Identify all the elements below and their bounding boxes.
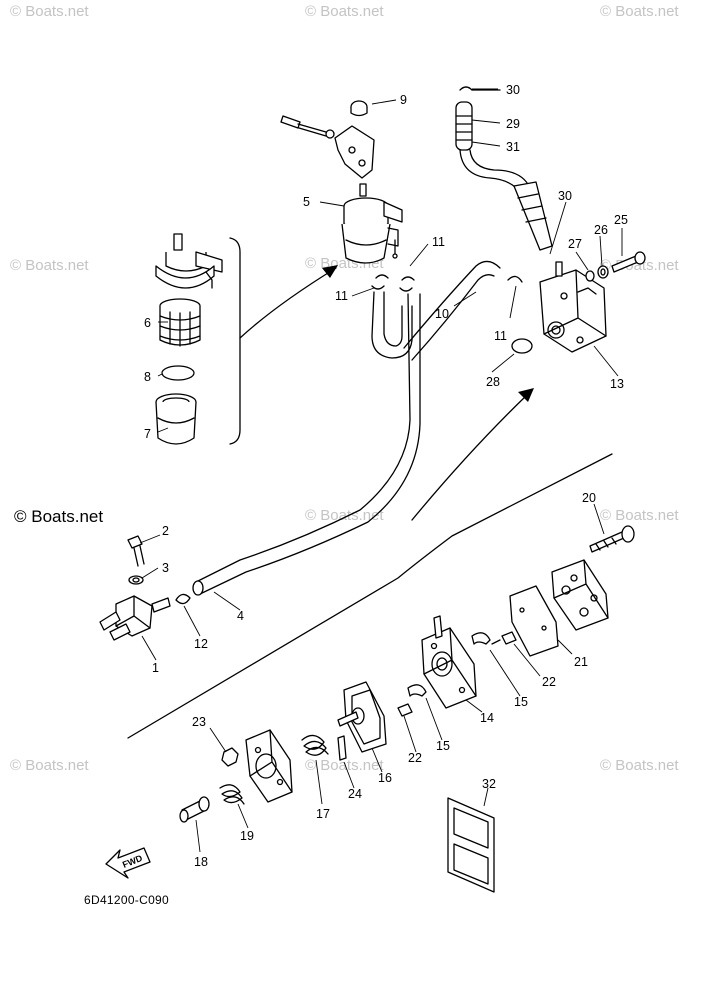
callout-27: 27 bbox=[568, 237, 582, 251]
part-14-pump-body bbox=[421, 615, 477, 709]
callout-10: 10 bbox=[435, 307, 449, 321]
callout-31: 31 bbox=[506, 140, 520, 154]
callout-6: 6 bbox=[144, 316, 151, 330]
watermark-text: © Boats.net bbox=[10, 3, 89, 20]
leader-lines bbox=[139, 88, 623, 853]
part-8-o-ring bbox=[161, 365, 195, 381]
filter-housing-top bbox=[155, 233, 223, 289]
watermark-text: © Boats.net bbox=[600, 507, 679, 524]
part-29-31-primer-hose bbox=[455, 86, 553, 251]
part-1-fuel-joint bbox=[99, 595, 171, 641]
fuel-hoses bbox=[192, 260, 501, 596]
callout-20: 20 bbox=[582, 491, 596, 505]
callout-13: 13 bbox=[610, 377, 624, 391]
part-23-nut bbox=[221, 747, 239, 767]
part-7-filter-cup bbox=[155, 393, 197, 445]
callout-22: 22 bbox=[542, 675, 556, 689]
watermark-text: © Boats.net bbox=[305, 3, 384, 20]
callout-23: 23 bbox=[192, 715, 206, 729]
filter-group-bracket bbox=[229, 237, 241, 445]
callout-14: 14 bbox=[480, 711, 494, 725]
part-15-check-valve-lower bbox=[407, 684, 427, 697]
callout-numbers: 9 5 11 11 10 11 30 29 31 30 25 26 27 13 … bbox=[144, 83, 628, 869]
callout-3: 3 bbox=[162, 561, 169, 575]
callout-15: 15 bbox=[514, 695, 528, 709]
part-12-hose-clip bbox=[175, 593, 191, 605]
callout-24: 24 bbox=[348, 787, 362, 801]
watermarks: © Boats.net © Boats.net © Boats.net © Bo… bbox=[10, 3, 679, 774]
callout-28: 28 bbox=[486, 375, 500, 389]
watermark-text: © Boats.net bbox=[600, 3, 679, 20]
part-22-screw-lower bbox=[397, 703, 413, 717]
part-28-o-ring bbox=[511, 338, 533, 354]
callout-16: 16 bbox=[378, 771, 392, 785]
callout-30: 30 bbox=[506, 83, 520, 97]
part-5-fuel-filter bbox=[341, 183, 403, 264]
part-17-spring bbox=[301, 734, 329, 756]
diagram-code: 6D41200-C090 bbox=[84, 893, 169, 907]
callout-15: 15 bbox=[436, 739, 450, 753]
part-16-diaphragm-plate bbox=[337, 681, 387, 753]
part-27-26-25-pump-bolt bbox=[585, 251, 646, 282]
part-24-pin bbox=[337, 735, 347, 761]
section-divider-line bbox=[127, 453, 613, 739]
callout-2: 2 bbox=[162, 524, 169, 538]
pump-base bbox=[245, 729, 293, 803]
callout-29: 29 bbox=[506, 117, 520, 131]
callout-9: 9 bbox=[400, 93, 407, 107]
callout-7: 7 bbox=[144, 427, 151, 441]
bracket-arrowhead bbox=[322, 265, 338, 278]
watermark-text: © Boats.net bbox=[10, 257, 89, 274]
callout-17: 17 bbox=[316, 807, 330, 821]
assembly-arrow-line bbox=[411, 393, 529, 521]
watermark-prominent: © Boats.net bbox=[14, 507, 103, 526]
part-2-screw bbox=[127, 535, 145, 567]
callout-4: 4 bbox=[237, 609, 244, 623]
bracket-arrow-line bbox=[239, 267, 337, 339]
callout-26: 26 bbox=[594, 223, 608, 237]
callout-5: 5 bbox=[303, 195, 310, 209]
callout-12: 12 bbox=[194, 637, 208, 651]
part-22-screw-upper bbox=[491, 631, 517, 645]
part-19-spring bbox=[219, 784, 245, 805]
callout-1: 1 bbox=[152, 661, 159, 675]
part-18-plunger bbox=[179, 796, 210, 823]
callout-8: 8 bbox=[144, 370, 151, 384]
part-20-long-bolt bbox=[589, 525, 635, 553]
part-21-pump-cover bbox=[551, 559, 609, 631]
part-9-bracket-bolt bbox=[280, 100, 375, 179]
part-11-clips bbox=[371, 274, 523, 292]
fwd-arrow: FWD bbox=[105, 847, 151, 879]
callout-25: 25 bbox=[614, 213, 628, 227]
gasket-plate bbox=[509, 585, 559, 657]
callout-22: 22 bbox=[408, 751, 422, 765]
part-13-fuel-pump-upper bbox=[539, 261, 607, 353]
part-15-check-valve-upper bbox=[471, 632, 491, 645]
callout-18: 18 bbox=[194, 855, 208, 869]
part-6-filter-element bbox=[159, 298, 201, 347]
callout-11: 11 bbox=[432, 235, 445, 249]
watermark-text: © Boats.net bbox=[305, 507, 384, 524]
watermark-text: © Boats.net bbox=[600, 757, 679, 774]
callout-11: 11 bbox=[335, 289, 348, 303]
callout-32: 32 bbox=[482, 777, 496, 791]
part-3-washer bbox=[128, 575, 144, 585]
callout-30: 30 bbox=[558, 189, 572, 203]
assembly-arrowhead bbox=[518, 388, 534, 402]
callout-11: 11 bbox=[494, 329, 507, 343]
part-32-label-sheet bbox=[447, 797, 495, 893]
callout-21: 21 bbox=[574, 655, 588, 669]
watermark-text: © Boats.net bbox=[10, 757, 89, 774]
watermark-text: © Boats.net bbox=[305, 757, 384, 774]
callout-19: 19 bbox=[240, 829, 254, 843]
